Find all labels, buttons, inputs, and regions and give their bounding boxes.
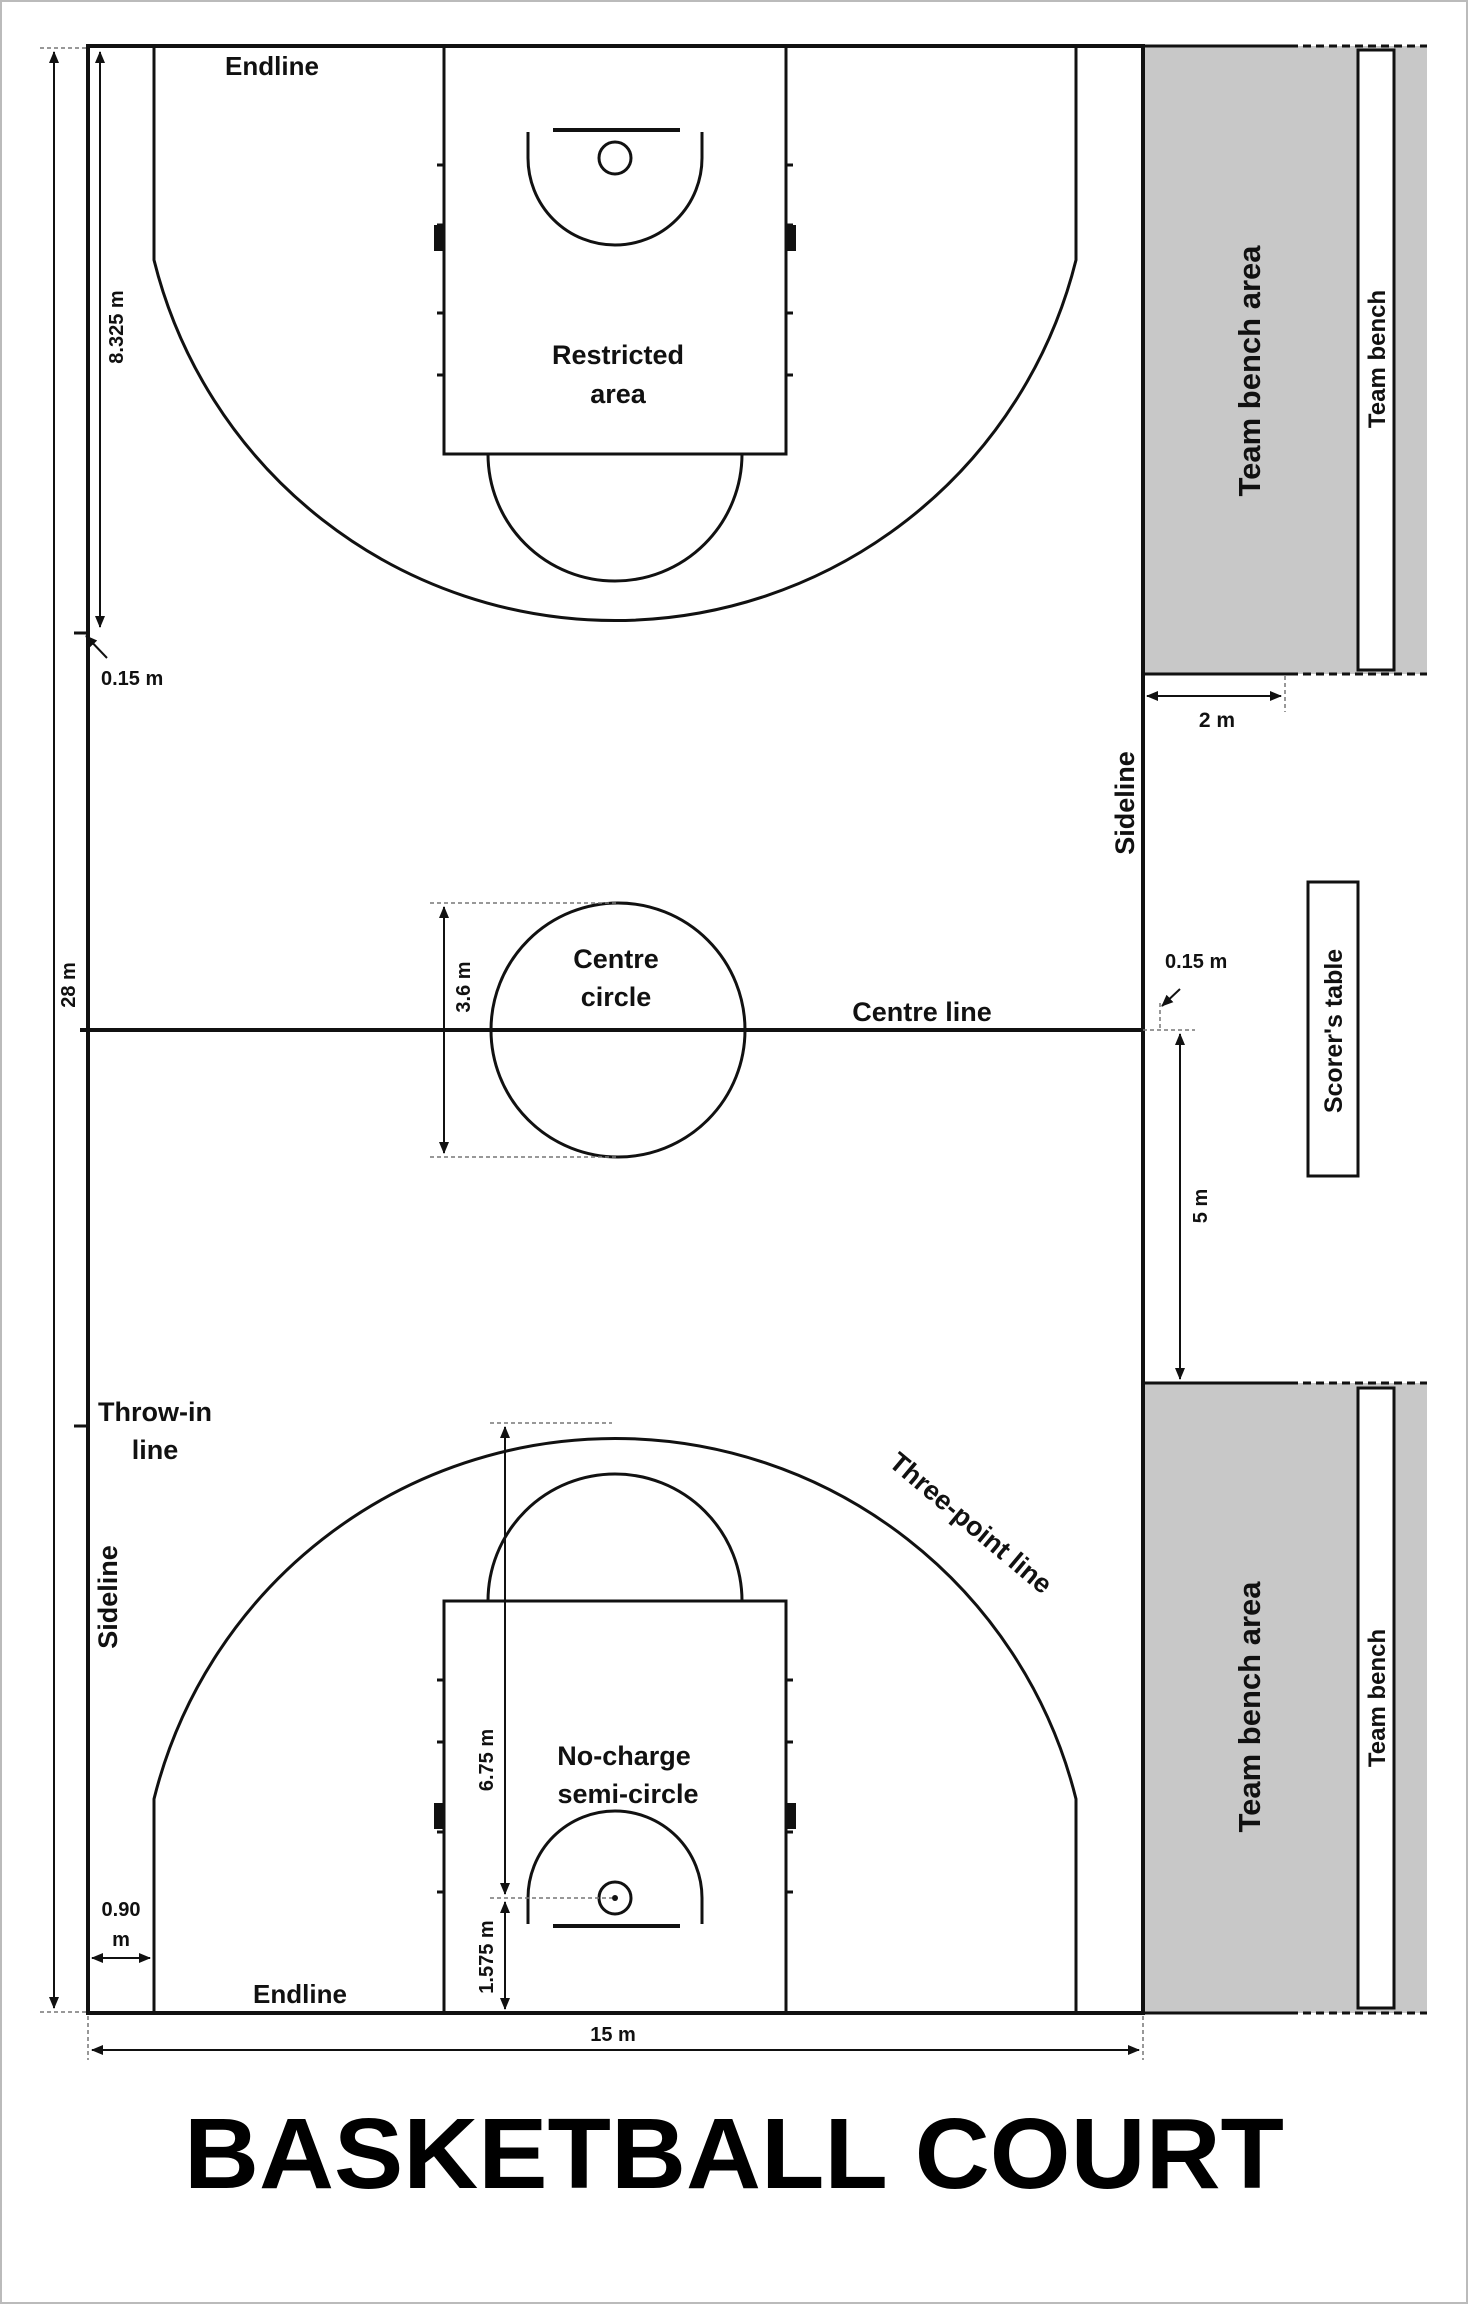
label-dim-2m: 2 m [1199, 709, 1235, 732]
lane-marks-bottom [437, 1678, 793, 1894]
centre-circle [489, 901, 747, 1159]
label-three-point-line: Three-point line [884, 1447, 1058, 1600]
no-charge-semicircle-top [526, 132, 704, 247]
label-no-charge-2: semi-circle [557, 1779, 698, 1809]
label-endline-top: Endline [225, 51, 319, 81]
label-restricted-area-2: area [590, 379, 647, 409]
label-throw-in-2: line [132, 1435, 179, 1465]
page-title: BASKETBALL COURT [184, 2098, 1284, 2210]
three-point-line-top [152, 46, 1078, 623]
label-dim-015m-centre: 0.15 m [1165, 951, 1227, 973]
dimension-36m [430, 902, 618, 1158]
label-team-bench-area-bottom: Team bench area [1232, 1581, 1267, 1833]
dimension-28m [40, 47, 86, 2013]
dimension-centre-offsets [1143, 988, 1195, 1380]
label-dim-1575m: 1.575 m [476, 1920, 498, 1993]
label-no-charge-1: No-charge [557, 1741, 691, 1771]
label-sideline-right: Sideline [1110, 751, 1140, 855]
label-endline-bottom: Endline [253, 1979, 347, 2009]
lane-blocks-bottom [434, 1803, 796, 1829]
label-team-bench-area-top: Team bench area [1232, 245, 1267, 497]
free-throw-semicircle-bottom [486, 1472, 744, 1602]
label-centre-line: Centre line [852, 997, 992, 1027]
label-dim-15m: 15 m [590, 2024, 636, 2046]
dimension-675m [490, 1422, 612, 1899]
label-dim-675m: 6.75 m [476, 1729, 498, 1791]
label-dim-28m: 28 m [58, 962, 80, 1008]
label-dim-36m: 3.6 m [453, 961, 475, 1012]
lane-blocks-top [434, 225, 796, 251]
label-sideline-left: Sideline [93, 1545, 123, 1649]
team-bench-bottom [1356, 1386, 1396, 2010]
label-dim-090-1: 0.90 [102, 1899, 141, 1921]
label-centre-circle-2: circle [581, 982, 652, 1012]
no-charge-semicircle-bottom [526, 1809, 704, 1924]
label-dim-5m: 5 m [1190, 1189, 1212, 1223]
three-point-line-bottom [152, 1436, 1078, 2013]
dimension-15m [87, 2016, 1144, 2060]
label-scorers-table: Scorer's table [1320, 949, 1348, 1113]
basket-ring-top [597, 140, 633, 176]
label-dim-015m-top: 0.15 m [101, 668, 163, 690]
label-dim-090-2: m [112, 1929, 130, 1951]
team-bench-top [1356, 48, 1396, 672]
label-dim-8325m: 8.325 m [106, 290, 128, 363]
scorers-table [1306, 880, 1360, 1178]
label-centre-circle-1: Centre [573, 944, 659, 974]
free-throw-semicircle-top [486, 453, 744, 583]
label-team-bench-top: Team bench [1364, 290, 1391, 428]
dimension-015m-top-arrow [85, 635, 108, 659]
label-team-bench-bottom: Team bench [1364, 1629, 1391, 1767]
dimension-2m [1146, 676, 1286, 712]
basket-centre-dot [612, 1895, 618, 1901]
label-restricted-area-1: Restricted [552, 340, 684, 370]
label-throw-in-1: Throw-in [98, 1397, 212, 1427]
